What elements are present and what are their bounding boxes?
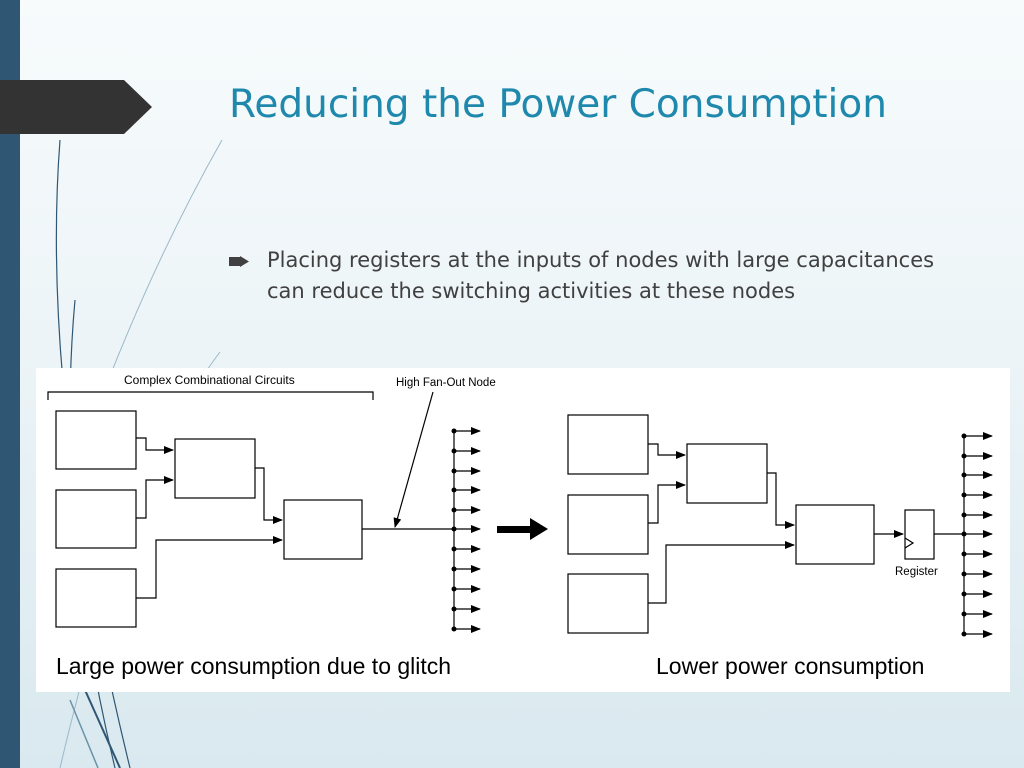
bullet-item: Placing registers at the inputs of nodes… — [229, 245, 949, 307]
bullet-list: Placing registers at the inputs of nodes… — [229, 245, 949, 307]
bracket-label: Complex Combinational Circuits — [124, 373, 295, 387]
register-block — [904, 509, 935, 560]
slide-title: Reducing the Power Consumption — [229, 82, 887, 127]
logic-block — [795, 504, 875, 565]
clock-symbol — [904, 537, 915, 549]
register-label: Register — [895, 566, 938, 578]
node-label: High Fan-Out Node — [396, 377, 496, 389]
logic-block — [686, 443, 768, 504]
logic-block — [55, 568, 137, 628]
left-accent-bar — [0, 0, 20, 768]
logic-block — [283, 499, 363, 560]
junction-dots — [451, 428, 967, 637]
circuit-diagram: Complex Combinational Circuits High Fan-… — [47, 373, 993, 679]
logic-block — [567, 494, 649, 555]
arrow-bullet-icon — [229, 256, 249, 267]
logic-block — [174, 438, 256, 499]
bracket — [47, 391, 374, 400]
circuit-figure: Complex Combinational Circuits High Fan-… — [36, 368, 1010, 692]
logic-block — [55, 410, 137, 470]
logic-block — [567, 414, 649, 475]
logic-block — [567, 573, 649, 634]
bullet-text: Placing registers at the inputs of nodes… — [267, 248, 935, 303]
right-caption: Lower power consumption — [656, 653, 924, 679]
title-tab-shape — [0, 80, 152, 134]
transition-arrow-icon — [497, 518, 548, 540]
left-caption: Large power consumption due to glitch — [56, 653, 451, 679]
logic-block — [55, 489, 137, 549]
